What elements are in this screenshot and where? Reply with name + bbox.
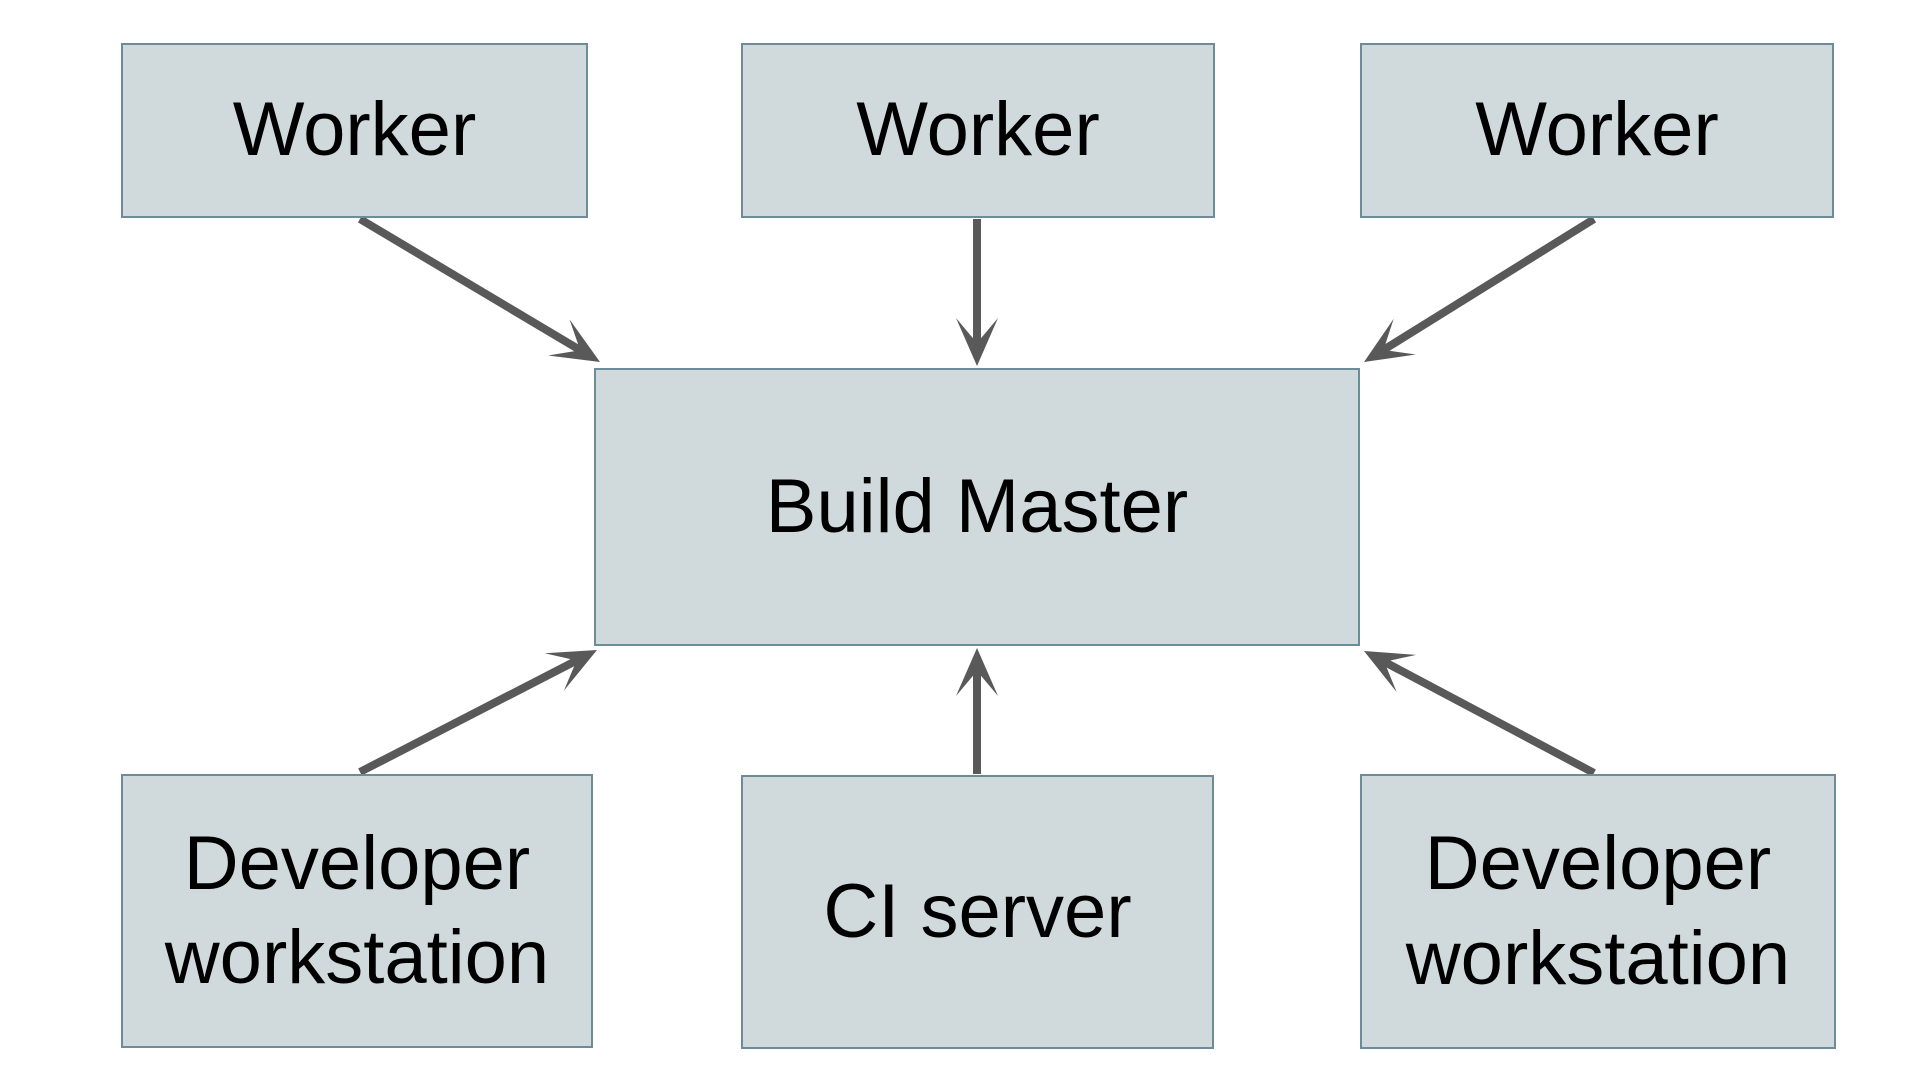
node-build-master-label: Build Master xyxy=(765,463,1189,549)
arrow-developer-workstation-left-to-build-master xyxy=(358,650,597,776)
node-worker-3: Worker xyxy=(1360,43,1834,218)
node-developer-workstation-left-label: Developer workstation xyxy=(164,820,550,1000)
arrowhead-icon xyxy=(956,318,998,366)
arrowhead-icon xyxy=(1364,651,1417,692)
node-ci-server-label: CI server xyxy=(823,868,1132,954)
node-worker-1: Worker xyxy=(121,43,588,218)
node-developer-workstation-right: Developer workstation xyxy=(1360,774,1836,1049)
node-worker-1-label: Worker xyxy=(232,87,477,173)
node-worker-2-label: Worker xyxy=(856,87,1100,173)
arrow-worker-3-to-build-master xyxy=(1364,215,1597,362)
arrow-ci-server-to-build-master xyxy=(956,648,998,774)
arrowhead-icon xyxy=(548,319,600,362)
node-developer-workstation-left: Developer workstation xyxy=(121,774,593,1048)
arrow-worker-2-to-build-master xyxy=(956,219,998,366)
arrowhead-icon xyxy=(956,648,998,696)
arrowhead-icon xyxy=(544,650,597,691)
node-developer-workstation-right-label: Developer workstation xyxy=(1405,821,1791,1001)
node-ci-server: CI server xyxy=(741,775,1214,1049)
node-worker-3-label: Worker xyxy=(1475,87,1719,173)
arrow-worker-1-to-build-master xyxy=(357,215,600,362)
node-worker-2: Worker xyxy=(741,43,1215,218)
arrowhead-icon xyxy=(1364,318,1416,362)
arrow-developer-workstation-right-to-build-master xyxy=(1364,651,1596,777)
node-build-master: Build Master xyxy=(594,368,1360,646)
